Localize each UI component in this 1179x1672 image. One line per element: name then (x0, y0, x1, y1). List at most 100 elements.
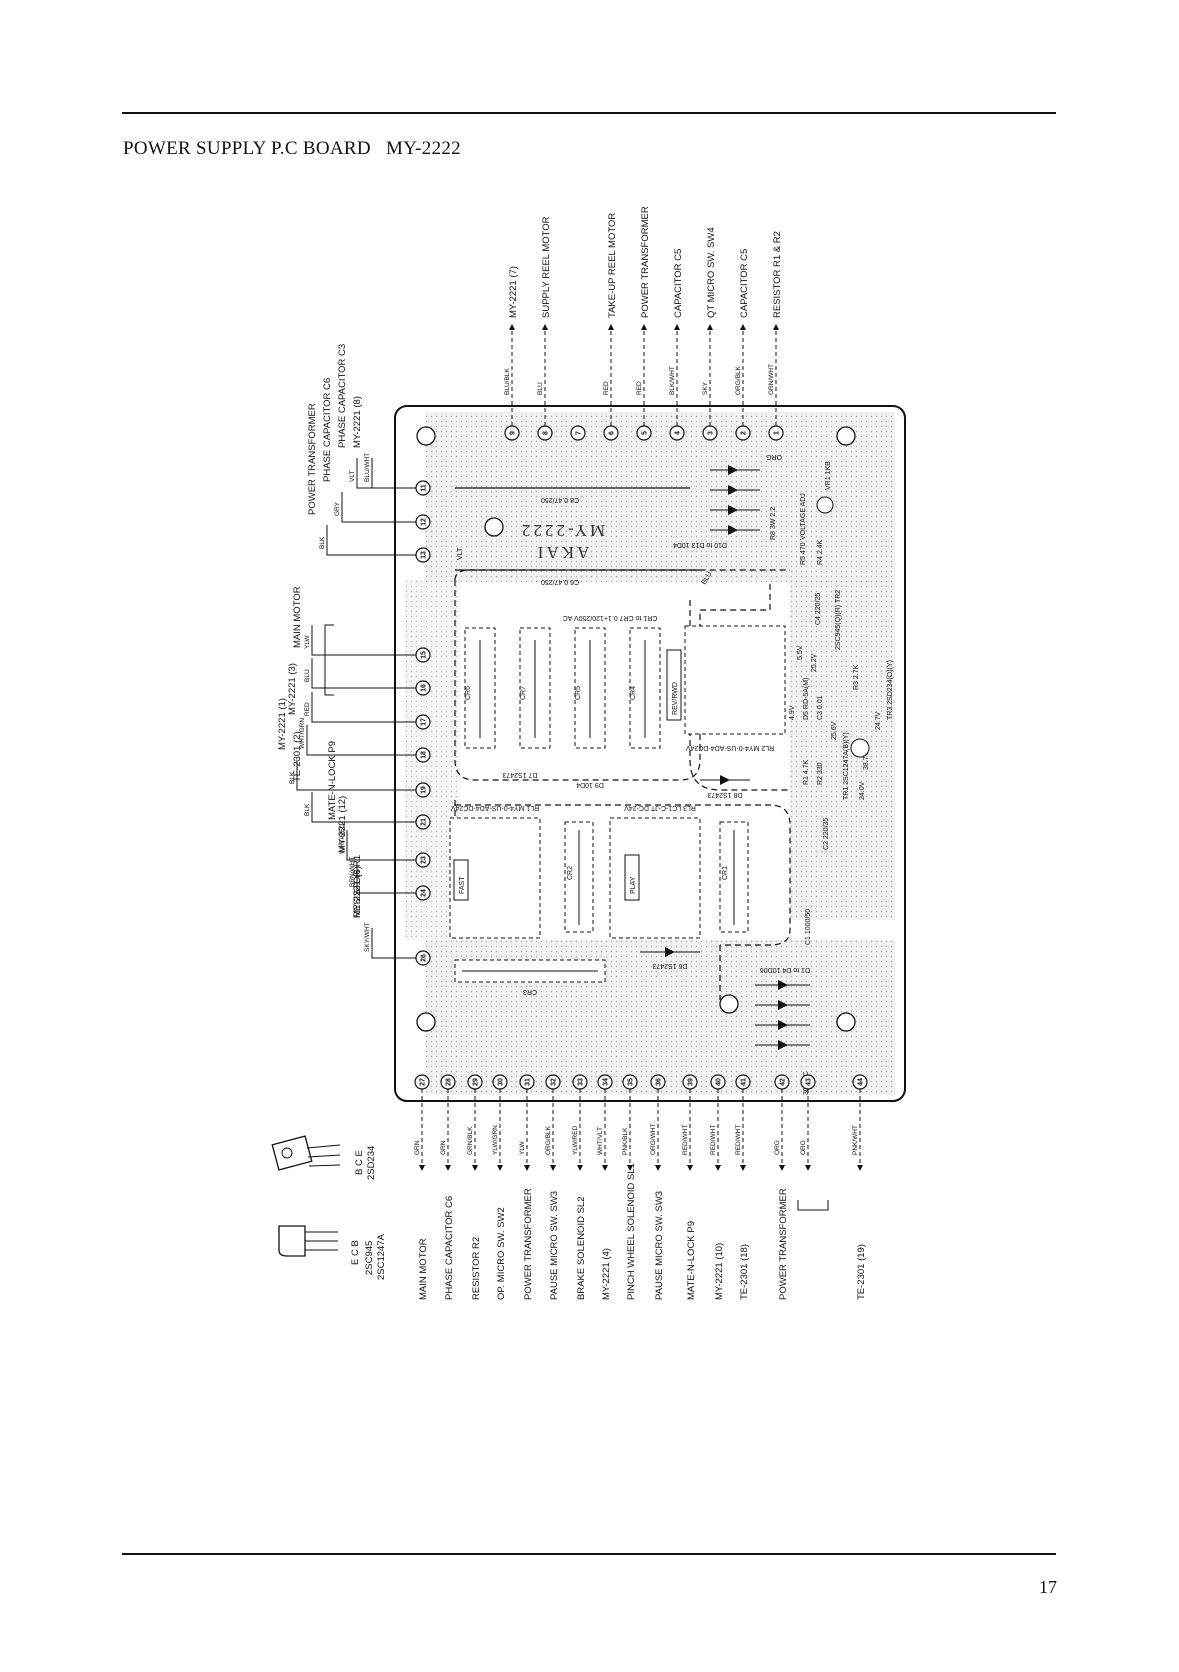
pad-number-bot-8: 35 (628, 1078, 635, 1086)
top-wire-dest-6: QT MICRO SW. SW4 (706, 227, 717, 318)
bottom-wire-color-11: RED/WHT (710, 1125, 717, 1155)
top-wire-dest-5: CAPACITOR C5 (673, 249, 684, 318)
pad-number-bot-6: 33 (578, 1078, 585, 1086)
left-wire-color-9: BLK (304, 803, 311, 816)
v25-6-label: 25.6V (831, 721, 838, 740)
v24-7-label: 24.7V (875, 711, 882, 730)
left-wire-7 (306, 725, 416, 756)
left-wire-10 (346, 830, 416, 861)
mounting-hole (836, 426, 856, 446)
org-board-label: ORG (766, 453, 782, 460)
rl1-label: RL1 MY4-0-US-AD4-DC24V (451, 804, 540, 811)
cr3-label: CR3 (523, 988, 537, 995)
bottom-wire-color-14: ORG (800, 1140, 807, 1155)
cr2-label: CR2 (567, 866, 574, 880)
r3-label: R3 2.7K (853, 664, 860, 690)
pad-number-top-2: 7 (576, 431, 583, 435)
cr6-label: CR6 (465, 686, 472, 700)
top-wire-color-1: BLU (537, 382, 544, 395)
pad-number-bot-2: 29 (473, 1078, 480, 1086)
tr3-label: TR3 2SD234(O)(Y) (887, 660, 894, 720)
vlt-board-label: VLT (457, 547, 464, 560)
bottom-wire-dest-6: BRAKE SOLENOID SL2 (576, 1197, 587, 1300)
copper-area-top (425, 412, 895, 582)
mounting-hole (484, 517, 504, 537)
top-wire-dest-1: SUPPLY REEL MOTOR (541, 216, 552, 318)
top-wire-dest-3: TAKE-UP REEL MOTOR (607, 213, 618, 318)
board-brand: AKAI (535, 543, 590, 562)
r4-label: R4 2.4K (817, 539, 824, 565)
rl2-label: RL2 MY4-0-US-AD4-DC24V (686, 744, 775, 751)
top-wire-color-4: RED (636, 381, 643, 395)
pad-number-bot-9: 36 (656, 1078, 663, 1086)
bottom-wire-color-12: RED/WHT (735, 1125, 742, 1155)
transistor-2sc945-name: 2SC945 (364, 1241, 375, 1275)
bottom-wire-dest-11: MY-2221 (10) (714, 1243, 725, 1300)
pad-number-bot-15: 44 (858, 1078, 865, 1086)
transistor-2sc945-pins: E C B (350, 1240, 361, 1265)
cr5-label: CR5 (575, 686, 582, 700)
pad-number-left-11: 24 (421, 889, 428, 897)
top-wire-color-5: BLK/WHT (669, 366, 676, 395)
diodes-top-label: D10 to D13 10D4 (673, 541, 727, 548)
tr1-transistor (850, 738, 870, 758)
top-wire-dest-8: RESISTOR R1 & R2 (772, 231, 783, 318)
bottom-rule (122, 1553, 1056, 1555)
rl3-label: RL3 LC1-C-JT DC-24V (624, 804, 696, 811)
left-wire-dest-3: POWER TRANSFORMER (307, 403, 318, 515)
bottom-wire-color-3: YLW/GRN (492, 1125, 499, 1155)
pad-number-top-8: 1 (774, 431, 781, 435)
bottom-wire-dest-12: TE-2301 (18) (739, 1244, 750, 1300)
pad-number-bot-0: 27 (420, 1078, 427, 1086)
pad-number-top-7: 2 (741, 431, 748, 435)
rev-rwd-label-box (666, 649, 682, 721)
bottom-wire-color-9: ORG/WHT (650, 1124, 657, 1155)
bottom-wire-dest-15: TE-2301 (19) (856, 1244, 867, 1300)
transistor-2sd234-pins: B C E (354, 1150, 365, 1175)
left-wire-dest-9: TE-2301 (2) (292, 731, 303, 782)
left-wire-5 (311, 658, 416, 689)
vr1-label: VR1 1KB (825, 461, 832, 490)
pad-number-top-5: 4 (675, 431, 682, 435)
c4-label: C4 220/25 (815, 593, 822, 625)
v25-2-label: 25.2V (811, 653, 818, 672)
left-wire-color-3: BLK (319, 536, 326, 549)
pad-number-left-2: 12 (421, 518, 428, 526)
pad-number-bot-5: 32 (551, 1078, 558, 1086)
left-wire-1 (356, 458, 416, 489)
cr4-label: CR4 (630, 686, 637, 700)
bottom-wire-dest-3: OP. MICRO SW. SW2 (496, 1207, 507, 1300)
left-wire-dest-12: MY-2221 (6) (352, 866, 363, 918)
bottom-wire-color-6: YLW/RED (572, 1126, 579, 1155)
fast-label-box (453, 859, 469, 901)
left-wire-dest-2: PHASE CAPACITOR C6 (322, 378, 333, 482)
pad-number-bot-7: 34 (603, 1078, 610, 1086)
left-wire-color-0: BLU/WHT (364, 453, 371, 482)
left-wire-color-12: SKY/WHT (364, 922, 371, 952)
d6-label: D6 1S2473 (652, 962, 687, 969)
mounting-hole (416, 1012, 436, 1032)
v4-9-label: 4.9V (789, 705, 796, 720)
bottom-wire-color-2: GRN/BLK (467, 1126, 474, 1155)
left-wire-6 (311, 692, 416, 723)
pad-number-left-5: 16 (421, 684, 428, 692)
bottom-wire-dest-1: PHASE CAPACITOR C6 (444, 1196, 455, 1300)
pad-number-bot-4: 31 (525, 1078, 532, 1086)
pad-number-top-4: 5 (642, 431, 649, 435)
pad-number-top-3: 6 (609, 431, 616, 435)
top-wire-color-7: ORG/BLK (735, 365, 742, 395)
transistor-2sd234-name: 2SD234 (366, 1146, 377, 1180)
v38-7-label: 38.7V (863, 751, 870, 770)
top-wire-color-0: BLU/BLK (504, 368, 511, 395)
bottom-wire-color-4: YLW (519, 1141, 526, 1155)
transistor-2sd234 (271, 1135, 341, 1171)
top-wire-color-8: GRN/WHT (768, 364, 775, 395)
left-wire-4 (311, 625, 416, 656)
mounting-hole (719, 994, 739, 1014)
left-wire-dest-8: MY-2221 (1) (277, 698, 288, 750)
transistor-2sc1247a-name: 2SC1247A (376, 1233, 387, 1280)
rev-rwd-relay (684, 625, 786, 735)
top-wire-dest-7: CAPACITOR C5 (739, 249, 750, 318)
